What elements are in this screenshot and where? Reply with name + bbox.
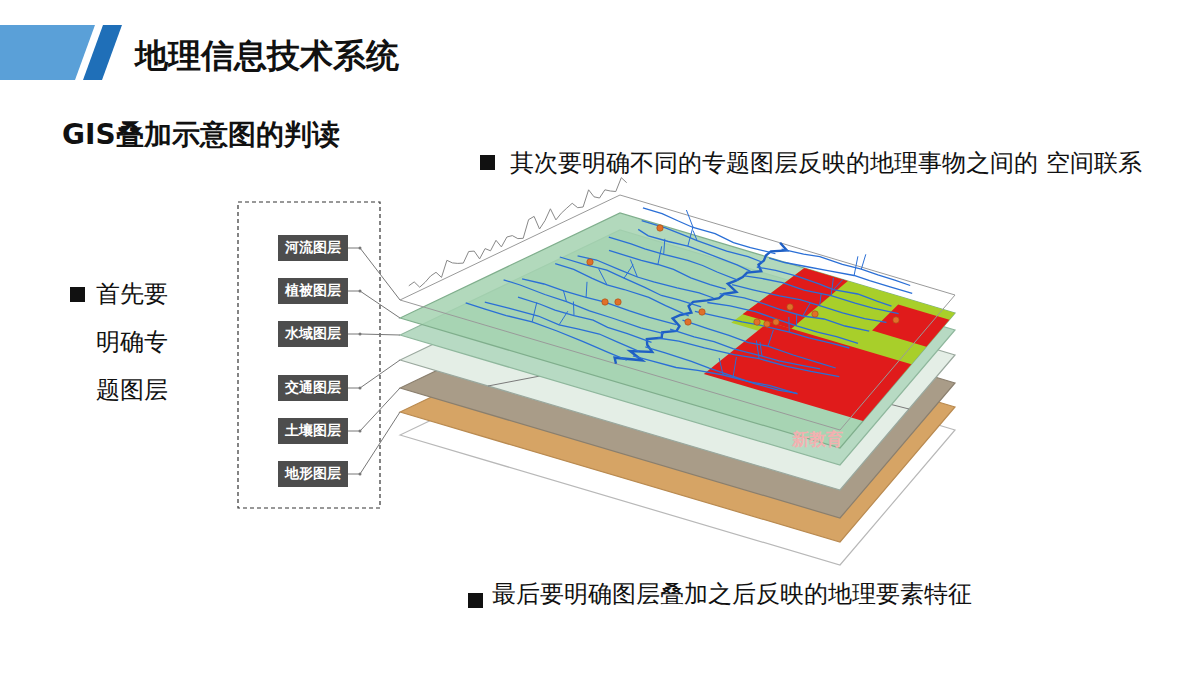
- tributary: [788, 317, 790, 332]
- leader-line: [348, 388, 360, 389]
- tributary: [745, 276, 899, 314]
- sample-point: [893, 317, 899, 323]
- tributary: [833, 279, 843, 289]
- sample-point: [754, 319, 760, 325]
- leader-line: [360, 360, 400, 388]
- sample-point: [787, 304, 793, 310]
- layer-group-frame: [238, 202, 380, 508]
- leader-dot: [359, 333, 362, 336]
- tributary: [609, 237, 739, 280]
- leader-line: [360, 334, 400, 335]
- tributary: [532, 302, 537, 322]
- leader-dot: [359, 430, 362, 433]
- bullet-text: 首先要 明确专 题图层: [96, 270, 174, 414]
- tributary: [638, 229, 750, 271]
- section-heading: GIS叠加示意图的判读: [62, 116, 340, 154]
- tributary: [820, 294, 822, 306]
- bullet-square: [480, 155, 495, 170]
- leader-dot: [359, 290, 362, 293]
- tributary: [658, 246, 662, 264]
- tributary: [485, 302, 639, 351]
- sample-point: [764, 321, 770, 327]
- layer-label: 河流图层: [278, 235, 348, 261]
- ridge-line: [409, 178, 627, 288]
- header-bar: [0, 25, 95, 80]
- tributary: [555, 264, 689, 316]
- layer-name: 植被图层: [285, 282, 341, 300]
- leader-dot: [359, 247, 362, 250]
- bullet-text: 最后要明确图层叠加之后反映的地理要素特征: [492, 578, 972, 610]
- tributary: [518, 297, 652, 342]
- vegetation-layer: [400, 213, 955, 448]
- tributary: [643, 208, 776, 254]
- tributary: [782, 249, 911, 285]
- tributary: [630, 260, 637, 278]
- layer-name: 水域图层: [285, 325, 341, 343]
- river-layer: [400, 195, 955, 430]
- tributary: [686, 210, 693, 228]
- layer-name: 河流图层: [285, 239, 341, 257]
- leader-dot: [359, 473, 362, 476]
- sample-point: [615, 299, 621, 305]
- tributary: [466, 303, 627, 360]
- tributary: [586, 282, 588, 298]
- layer-label: 地形图层: [278, 461, 348, 487]
- bullet-text: 其次要明确不同的专题图层反映的地理事物之间的 空间联系: [510, 138, 1180, 188]
- leader-line: [360, 412, 400, 474]
- bullet-square: [468, 593, 483, 608]
- tributary: [642, 221, 763, 263]
- header-stripe: [83, 25, 122, 80]
- sample-point: [812, 311, 818, 317]
- page-title: 地理信息技术系统: [135, 34, 399, 79]
- tributary: [768, 330, 773, 346]
- tributary: [573, 302, 575, 316]
- tributary: [624, 265, 633, 279]
- layer-label: 水域图层: [278, 321, 348, 347]
- sample-point: [602, 299, 608, 305]
- sample-point: [773, 319, 779, 325]
- leader-line: [348, 334, 360, 335]
- tributary: [733, 357, 736, 376]
- tributary: [831, 278, 833, 296]
- layer-name: 交通图层: [285, 379, 341, 397]
- tributary: [560, 257, 701, 307]
- tributary: [861, 254, 866, 269]
- tributary: [732, 285, 886, 323]
- tributary: [854, 256, 858, 275]
- leader-line: [348, 291, 360, 292]
- leader-line: [360, 388, 400, 431]
- layer-label: 植被图层: [278, 278, 348, 304]
- layer-label: 土壤图层: [278, 418, 348, 444]
- sample-point: [657, 225, 663, 231]
- tributary: [645, 347, 797, 393]
- layer-label: 交通图层: [278, 375, 348, 401]
- tributary: [522, 279, 676, 325]
- layer-name: 地形图层: [285, 465, 341, 483]
- layer-name: 土壤图层: [285, 422, 341, 440]
- sample-point: [587, 259, 593, 265]
- tributary: [693, 231, 697, 241]
- leader-line: [360, 248, 400, 300]
- tributary: [803, 303, 811, 316]
- leader-line: [348, 248, 360, 249]
- tributary: [504, 280, 664, 334]
- tributary: [683, 320, 836, 368]
- sample-point: [685, 319, 691, 325]
- watermark: 新教育: [792, 428, 843, 451]
- bullet-square: [70, 287, 85, 302]
- leader-line: [360, 291, 400, 318]
- leader-line: [348, 431, 360, 432]
- tributary: [796, 315, 797, 326]
- tributary: [658, 338, 840, 377]
- tributary: [695, 311, 849, 348]
- leader-dot: [359, 387, 362, 390]
- sample-point: [699, 309, 705, 315]
- tributary: [609, 250, 726, 289]
- leader-line: [348, 474, 360, 475]
- tributary: [599, 269, 607, 285]
